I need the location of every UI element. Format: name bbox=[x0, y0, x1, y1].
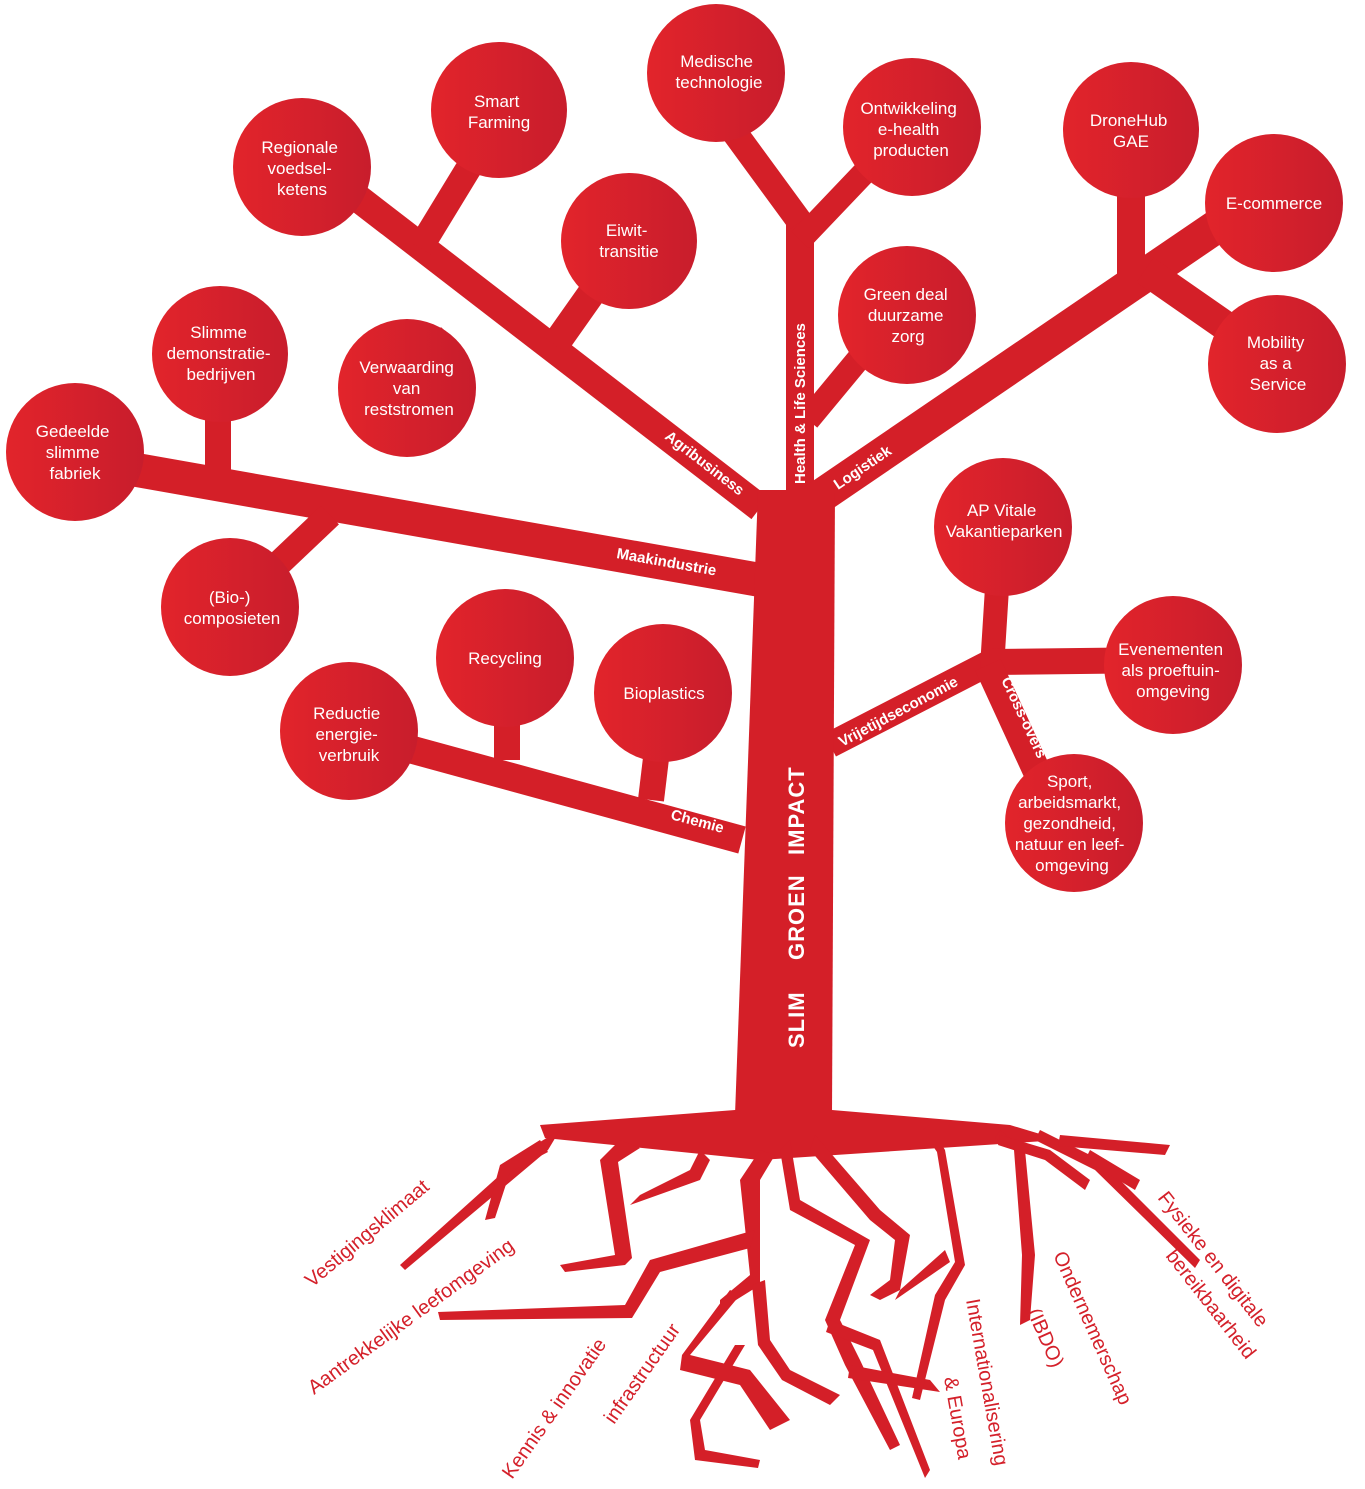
branch-agribusiness bbox=[306, 153, 769, 520]
root-onder2 bbox=[998, 1135, 1090, 1190]
root-kennis4 bbox=[680, 1290, 790, 1430]
root-center3 bbox=[826, 1320, 930, 1478]
node-green-deal-circle bbox=[838, 246, 976, 384]
node-dronehub-circle bbox=[1063, 62, 1199, 198]
node-ehealth-label: Ontwikkeling e-health producten bbox=[860, 99, 961, 160]
node-eiwit-label: Eiwit- transitie bbox=[599, 221, 659, 261]
root-center2 bbox=[810, 1135, 910, 1300]
root-label-kennis-1: Kennis & innovatie bbox=[498, 1335, 611, 1483]
node-bio-label: (Bio-) composieten bbox=[184, 588, 280, 628]
root-label-onder-2: (IBDO) bbox=[1022, 1305, 1067, 1371]
node-mobility-label: Mobility as a Service bbox=[1247, 333, 1309, 394]
branch-logistiek bbox=[805, 175, 1280, 515]
node-reductie-label: Reductie energie- verbruik bbox=[313, 704, 385, 765]
node-ehealth-circle bbox=[843, 58, 981, 196]
root-kennis5 bbox=[690, 1345, 760, 1468]
node-green-deal-label: Green deal duurzame zorg bbox=[864, 285, 953, 346]
node-sport-label: Sport, arbeidsmarkt, gezondheid, natuur … bbox=[1015, 772, 1129, 875]
branch-label-health: Health & Life Sciences bbox=[792, 323, 809, 484]
root-kennis1 bbox=[720, 1150, 775, 1310]
trunk-word-impact: IMPACT bbox=[784, 766, 809, 855]
node-gedeelde-label: Gedeelde slimme fabriek bbox=[36, 422, 114, 483]
branch-maakindustrie bbox=[77, 443, 763, 597]
root-bereik1 bbox=[1035, 1130, 1200, 1268]
node-evenementen-circle bbox=[1104, 596, 1242, 734]
trunk bbox=[735, 490, 835, 1115]
root-label-kennis-2: infrastructuur bbox=[600, 1319, 685, 1427]
node-sport-circle bbox=[1005, 754, 1143, 892]
node-eiwit-circle bbox=[561, 173, 697, 309]
trunk-word-groen: GROEN bbox=[784, 874, 809, 960]
root-label-onder-1: Ondernemerschap bbox=[1048, 1248, 1135, 1408]
node-recycling-label: Recycling bbox=[468, 649, 542, 668]
root-kennis3 bbox=[752, 1280, 840, 1405]
trunk-labels: SLIM GROEN IMPACT bbox=[784, 766, 809, 1048]
root-base bbox=[540, 1110, 1060, 1160]
root-leef1 bbox=[560, 1140, 640, 1272]
node-slimme-circle bbox=[152, 286, 288, 422]
root-inter2 bbox=[895, 1250, 950, 1300]
root-vestiging-spur bbox=[485, 1140, 548, 1220]
root-inter1 bbox=[912, 1125, 965, 1400]
node-dronehub-label: DroneHub GAE bbox=[1090, 111, 1172, 151]
node-smart-farming-label: Smart Farming bbox=[468, 92, 530, 132]
node-regionale-label: Regionale voedsel- ketens bbox=[261, 138, 342, 199]
root-label-vestigingsklimaat: Vestigingsklimaat bbox=[301, 1175, 434, 1291]
branch-label-vrijetijd: Vrijetijdseconomie bbox=[836, 673, 961, 750]
node-bioplastics-circle bbox=[594, 624, 732, 762]
node-verwaarding-label: Verwaarding van reststromen bbox=[359, 358, 458, 419]
root-center1 bbox=[780, 1140, 900, 1450]
node-ap-vitale-label: AP Vitale Vakantieparken bbox=[946, 501, 1063, 541]
node-bio-circle bbox=[161, 538, 299, 676]
node-gedeelde-circle bbox=[6, 383, 144, 521]
node-labels: Regionale voedsel- ketens Smart Farming … bbox=[36, 52, 1322, 875]
root-bereik2 bbox=[1058, 1135, 1170, 1155]
node-recycling-circle bbox=[436, 589, 574, 727]
node-medische-label: Medische technologie bbox=[676, 52, 763, 92]
roots bbox=[400, 1110, 1200, 1478]
root-kennis2 bbox=[438, 1230, 755, 1320]
node-mobility-circle bbox=[1208, 295, 1346, 433]
node-regionale-circle bbox=[233, 98, 371, 236]
root-bereik3 bbox=[1085, 1150, 1140, 1190]
node-circles bbox=[6, 4, 1346, 892]
node-medische-circle bbox=[647, 4, 785, 142]
node-smart-farming-circle bbox=[431, 42, 567, 178]
node-verwaarding-circle bbox=[338, 319, 476, 457]
node-ap-vitale-circle bbox=[934, 458, 1072, 596]
node-reductie-circle bbox=[280, 662, 418, 800]
root-leef2 bbox=[630, 1150, 710, 1205]
root-onder bbox=[995, 1130, 1035, 1325]
trunk-word-slim: SLIM bbox=[784, 991, 809, 1048]
root-labels: Vestigingsklimaat Aantrekkelijke leefomg… bbox=[301, 1175, 1272, 1483]
branch-vrijetijd bbox=[824, 648, 1001, 757]
root-label-inter-2: & Europa bbox=[939, 1375, 975, 1462]
node-slimme-label: Slimme demonstratie- bedrijven bbox=[167, 323, 276, 384]
node-bioplastics-label: Bioplastics bbox=[623, 684, 704, 703]
node-ecommerce-circle bbox=[1205, 134, 1343, 272]
node-ecommerce-label: E-commerce bbox=[1226, 194, 1322, 213]
branch-label-agribusiness: Agribusiness bbox=[662, 428, 748, 499]
node-evenementen-label: Evenementen als proeftuin- omgeving bbox=[1118, 640, 1228, 701]
